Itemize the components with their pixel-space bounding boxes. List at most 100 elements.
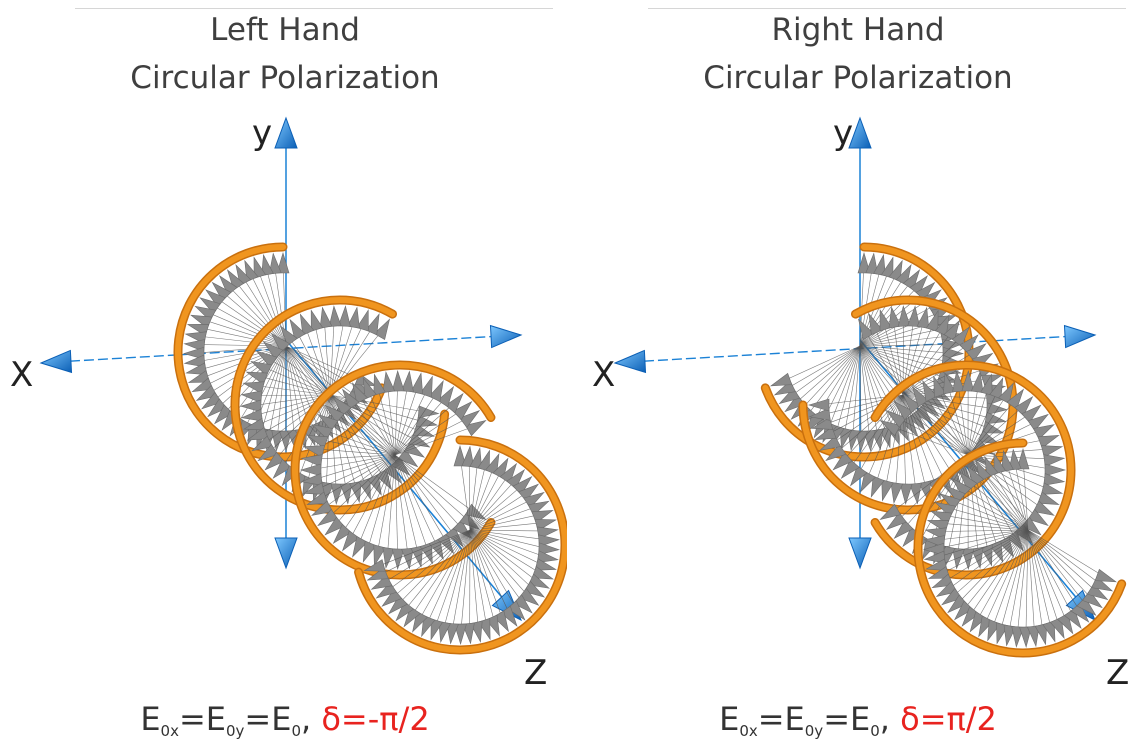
field-vector-line xyxy=(250,394,331,417)
field-vector-line xyxy=(967,396,1019,456)
field-vector-line xyxy=(251,384,331,396)
field-vector-line xyxy=(1013,458,1029,531)
field-vector-line xyxy=(1016,529,1029,639)
field-vector-line xyxy=(329,394,378,488)
field-vector-line xyxy=(383,529,471,594)
field-vector-arrow-icon xyxy=(961,606,980,627)
field-vector-arrow-icon xyxy=(242,381,265,394)
field-vector-line xyxy=(1027,529,1044,636)
field-vector-arrow-icon xyxy=(1033,424,1055,440)
field-vector-arrow-icon xyxy=(182,346,205,360)
field-vector-arrow-icon xyxy=(446,622,459,645)
field-vector-arrow-icon xyxy=(381,588,403,607)
field-vector-arrow-icon xyxy=(262,341,284,360)
field-vector-arrow-icon xyxy=(989,377,1004,400)
field-vector-arrow-icon xyxy=(943,319,961,342)
field-vector-arrow-icon xyxy=(367,473,382,496)
field-vector-arrow-icon xyxy=(506,469,526,490)
field-vector-line xyxy=(394,454,430,556)
field-vector-arrow-icon xyxy=(881,479,894,502)
field-vector-line xyxy=(469,529,542,585)
field-vector-arrow-icon xyxy=(306,435,329,449)
field-vector-arrow-icon xyxy=(951,477,972,498)
helix-ring-icon xyxy=(292,362,494,578)
field-vector-arrow-icon xyxy=(538,542,560,556)
field-vector-line xyxy=(826,345,861,435)
field-vector-line xyxy=(900,407,969,456)
field-vector-arrow-icon xyxy=(205,289,226,308)
field-vector-line xyxy=(256,265,287,347)
panel-title: Right Hand Circular Polarization xyxy=(598,6,1118,102)
field-vector-arrow-icon xyxy=(536,550,559,563)
field-vector-line xyxy=(469,529,497,628)
field-vector-arrow-icon xyxy=(925,558,948,571)
field-vector-arrow-icon xyxy=(1034,623,1048,646)
field-vector-arrow-icon xyxy=(438,620,451,644)
field-vector-line xyxy=(469,496,537,531)
x-axis-label: X xyxy=(10,355,34,395)
field-vector-arrow-icon xyxy=(819,435,841,451)
field-vector-line xyxy=(394,529,471,608)
field-vector-arrow-icon xyxy=(857,251,871,274)
field-vector-line xyxy=(967,454,1051,502)
field-vector-arrow-icon xyxy=(1043,472,1066,486)
field-vector-line xyxy=(810,345,861,426)
field-vector-line xyxy=(1027,529,1101,596)
field-vector-arrow-icon xyxy=(925,309,939,332)
field-vector-arrow-icon xyxy=(893,400,914,421)
field-vector-line xyxy=(366,386,396,456)
field-vector-arrow-icon xyxy=(1070,602,1090,623)
field-vector-line xyxy=(347,454,396,544)
field-vector-arrow-icon xyxy=(469,446,483,470)
field-vector-line xyxy=(839,394,904,465)
field-vector-line xyxy=(379,529,471,586)
field-vector-line xyxy=(394,379,399,456)
field-vector-arrow-icon xyxy=(1042,620,1056,643)
axis-arrowhead-icon xyxy=(274,537,298,570)
field-vector-arrow-icon xyxy=(986,402,1008,416)
field-vector-arrow-icon xyxy=(401,370,414,393)
field-vector-line xyxy=(469,529,545,577)
field-vector-arrow-icon xyxy=(885,410,907,428)
field-vector-line xyxy=(312,448,396,456)
e0-subscript: 0 xyxy=(870,722,880,740)
field-vector-arrow-icon xyxy=(1014,395,1034,417)
field-vector-arrow-icon xyxy=(500,605,518,627)
y-axis-label: y xyxy=(833,113,854,153)
field-vector-line xyxy=(394,380,409,456)
field-vector-line xyxy=(1022,457,1029,531)
top-divider xyxy=(648,8,1126,9)
field-vector-arrow-icon xyxy=(352,382,368,404)
field-vector-line xyxy=(469,489,532,531)
field-vector-arrow-icon xyxy=(279,430,292,452)
field-vector-arrow-icon xyxy=(244,259,259,282)
field-vector-arrow-icon xyxy=(324,516,345,536)
field-vector-arrow-icon xyxy=(879,309,892,332)
field-vector-arrow-icon xyxy=(191,377,214,393)
field-vector-line xyxy=(1027,529,1090,610)
field-vector-arrow-icon xyxy=(1037,491,1060,505)
field-vector-line xyxy=(394,454,473,525)
field-vector-arrow-icon xyxy=(183,354,206,368)
field-vector-line xyxy=(310,454,396,460)
field-vector-line xyxy=(424,529,471,629)
field-vector-arrow-icon xyxy=(965,343,987,362)
field-vector-line xyxy=(258,345,287,440)
formula: E0x=E0y=E0, δ=-π/2 xyxy=(140,700,430,740)
field-vector-line xyxy=(225,282,287,347)
field-vector-arrow-icon xyxy=(437,385,455,408)
field-vector-arrow-icon xyxy=(341,530,360,552)
field-vector-line xyxy=(394,454,458,540)
field-vector-line xyxy=(946,454,969,559)
field-vector-arrow-icon xyxy=(538,534,560,548)
field-vector-arrow-icon xyxy=(506,600,526,621)
field-vector-line xyxy=(967,454,1010,550)
field-vector-line xyxy=(967,382,990,456)
field-vector-arrow-icon xyxy=(302,445,326,458)
field-vector-line xyxy=(965,478,1029,531)
field-vector-arrow-icon xyxy=(211,281,232,302)
field-vector-arrow-icon xyxy=(375,581,397,599)
field-vector-arrow-icon xyxy=(899,483,913,506)
field-vector-line xyxy=(874,394,904,489)
field-vector-arrow-icon xyxy=(873,253,886,277)
